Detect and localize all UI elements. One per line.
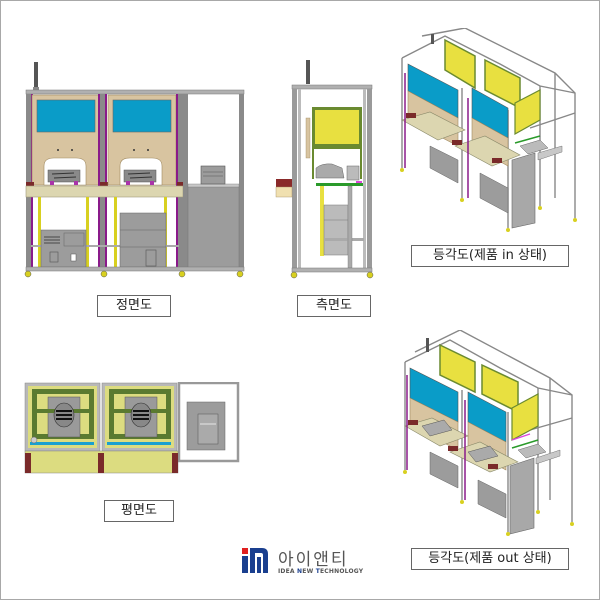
side-view-label: 측면도 bbox=[297, 295, 371, 317]
side-view-drawing bbox=[272, 58, 382, 283]
isometric-in-label: 등각도(제품 in 상태) bbox=[411, 245, 569, 267]
isometric-in-svg bbox=[400, 28, 577, 232]
isometric-out-svg bbox=[403, 330, 574, 536]
top-view-drawing bbox=[24, 382, 240, 474]
logo-korean-text: 아이앤티 bbox=[278, 550, 349, 570]
side-view-svg bbox=[275, 60, 374, 279]
front-view-drawing bbox=[24, 60, 249, 280]
company-logo: 아이앤티 IDEA NEW TECHNOLOGY bbox=[240, 545, 380, 579]
isometric-out-drawing bbox=[400, 330, 585, 540]
isometric-out-label: 등각도(제품 out 상태) bbox=[411, 548, 569, 570]
front-view-svg bbox=[24, 62, 245, 278]
isometric-in-drawing bbox=[400, 28, 585, 233]
front-view-label: 정면도 bbox=[97, 295, 171, 317]
top-view-label: 평면도 bbox=[104, 500, 174, 522]
logo-english-text: IDEA NEW TECHNOLOGY bbox=[278, 568, 364, 575]
logo-mark-icon bbox=[242, 548, 268, 573]
top-view-svg bbox=[24, 382, 240, 474]
